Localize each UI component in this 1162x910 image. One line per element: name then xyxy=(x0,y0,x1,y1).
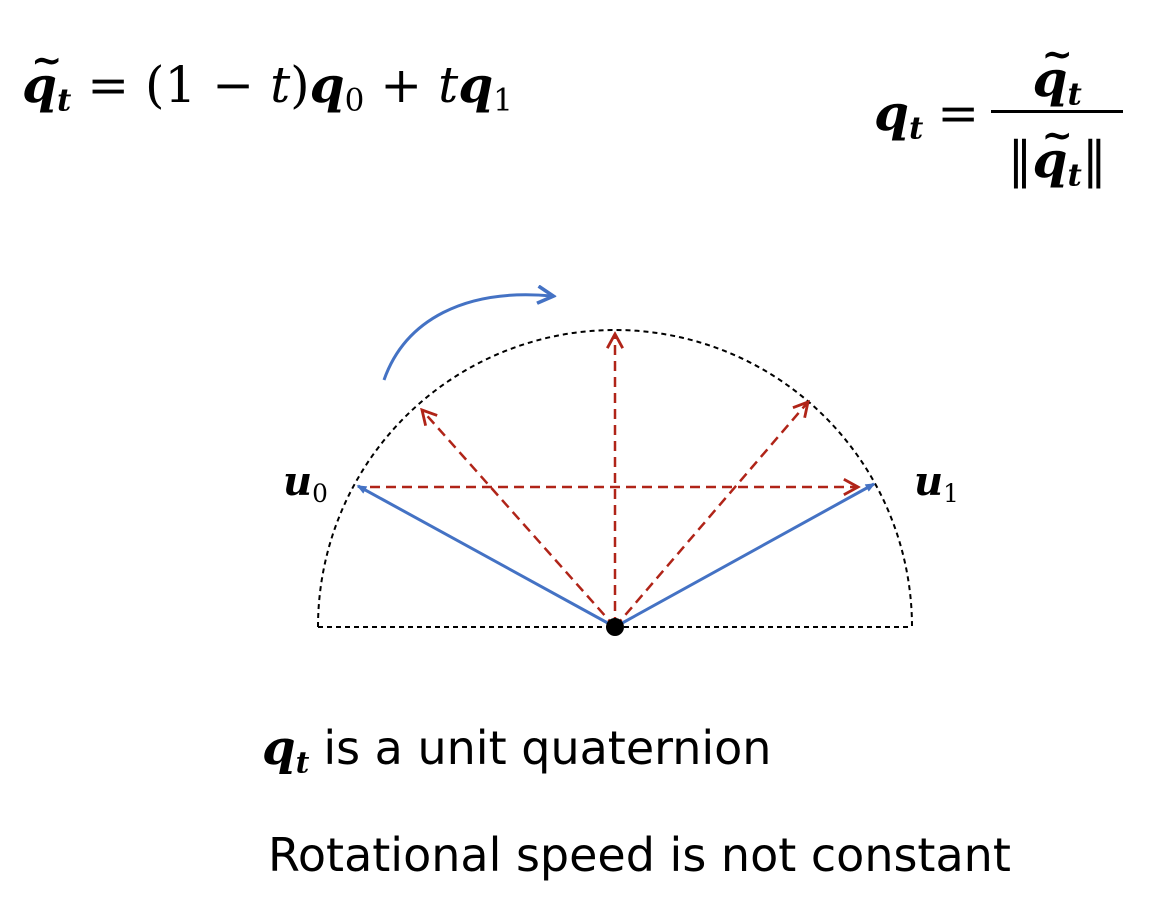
lerp-equation: ~ qt = (1 − t)q0 + tq1 xyxy=(22,38,513,119)
origin-point xyxy=(606,618,624,636)
semicircle-arc xyxy=(317,329,913,628)
caption-rotational-speed: Rotational speed is not constant xyxy=(268,828,1011,882)
plus-sign: + xyxy=(380,56,423,114)
q-tilde-t-symbol: ~ qt xyxy=(22,38,72,119)
label-u1: u1 xyxy=(914,458,959,508)
fraction-bar xyxy=(991,110,1124,113)
open-paren-one: (1 xyxy=(145,56,197,114)
equals-sign: = xyxy=(87,56,130,114)
caption-unit-quaternion: qt is a unit quaternion xyxy=(262,720,772,781)
caption-unit-text: is a unit quaternion xyxy=(323,721,772,775)
fraction: ~ qt ‖~qt‖ xyxy=(991,32,1124,194)
t-variable: t xyxy=(270,56,291,114)
label-u0: u0 xyxy=(283,458,328,508)
fraction-numerator: ~ qt xyxy=(1032,32,1082,113)
close-paren: ) xyxy=(290,56,310,114)
red-vector-upper-right xyxy=(614,402,808,628)
qt-caption-symbol: qt xyxy=(262,720,310,781)
equals-sign-2: = xyxy=(937,83,980,142)
minus-sign: − xyxy=(212,56,255,114)
t-variable-2: t xyxy=(438,56,459,114)
qt-symbol: qt xyxy=(874,82,924,147)
rotation-curve-arrow xyxy=(382,295,552,381)
q1-symbol: q1 xyxy=(458,55,513,119)
blue-vector-u0 xyxy=(356,484,616,629)
fraction-denominator: ‖~qt‖ xyxy=(1007,113,1107,194)
normalize-equation: qt = ~ qt ‖~qt‖ xyxy=(874,32,1124,194)
blue-vector-u1 xyxy=(614,482,876,629)
q0-symbol: q0 xyxy=(309,55,365,119)
red-vector-upper-left xyxy=(422,410,616,628)
